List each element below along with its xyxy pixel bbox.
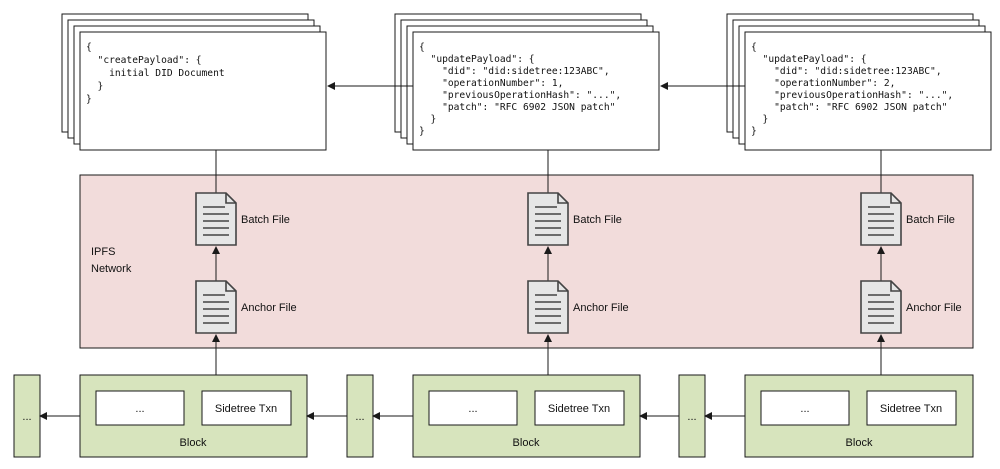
payload-line: "operationNumber": 1, (419, 78, 563, 89)
batch-file-label: Batch File (906, 214, 955, 226)
update-payload-2-document-stack: { "updatePayload": { "did": "did:sidetre… (726, 13, 992, 151)
batch-file-icon (860, 192, 902, 246)
anchor-file-icon (527, 280, 569, 334)
previous-block-ellipsis: ... (687, 411, 696, 423)
payload-line: } (419, 126, 425, 137)
payload-line: "updatePayload": { (751, 54, 867, 65)
block-label: Block (513, 437, 540, 449)
block-content-box (428, 390, 518, 426)
payload-line: initial DID Document (86, 68, 225, 79)
create-payload-document-stack: { "createPayload": { initial DID Documen… (61, 13, 327, 151)
payload-line: "patch": "RFC 6902 JSON patch" (751, 102, 947, 113)
sidetree-txn-box (866, 390, 957, 426)
sidetree-txn-box (534, 390, 625, 426)
payload-line: "previousOperationHash": "...", (419, 90, 621, 101)
ipfs-network-label-2: Network (91, 263, 132, 275)
previous-block (678, 374, 706, 458)
payload-line: "previousOperationHash": "...", (751, 90, 953, 101)
payload-line: } (419, 114, 436, 125)
payload-line: } (86, 94, 92, 105)
anchor-file-label: Anchor File (906, 302, 962, 314)
previous-block (13, 374, 41, 458)
previous-block-ellipsis: ... (355, 411, 364, 423)
batch-file-label: Batch File (573, 214, 622, 226)
payload-line: "operationNumber": 2, (751, 78, 895, 89)
ipfs-network-label: IPFS (91, 246, 115, 258)
block-content-box (95, 390, 185, 426)
block-label: Block (846, 437, 873, 449)
payload-line: } (86, 81, 103, 92)
block-content-box (760, 390, 850, 426)
payload-line: "did": "did:sidetree:123ABC", (751, 66, 942, 77)
payload-line: "did": "did:sidetree:123ABC", (419, 66, 610, 77)
batch-file-icon (195, 192, 237, 246)
sidetree-txn-label: Sidetree Txn (215, 403, 277, 415)
payload-line: } (751, 126, 757, 137)
payload-line: } (751, 114, 768, 125)
anchor-file-label: Anchor File (573, 302, 629, 314)
batch-file-icon (527, 192, 569, 246)
sidetree-txn-label: Sidetree Txn (548, 403, 610, 415)
batch-file-label: Batch File (241, 214, 290, 226)
previous-block-ellipsis: ... (22, 411, 31, 423)
payload-line: { (86, 42, 92, 53)
anchor-file-icon (195, 280, 237, 334)
block-label: Block (180, 437, 207, 449)
block-content-ellipsis: ... (800, 403, 809, 415)
payload-line: "createPayload": { (86, 55, 202, 66)
anchor-file-icon (860, 280, 902, 334)
anchor-file-label: Anchor File (241, 302, 297, 314)
payload-line: { (751, 42, 757, 53)
update-payload-1-document-stack: { "updatePayload": { "did": "did:sidetre… (394, 13, 660, 151)
payload-line: "updatePayload": { (419, 54, 535, 65)
sidetree-txn-label: Sidetree Txn (880, 403, 942, 415)
sidetree-txn-box (201, 390, 292, 426)
block-content-ellipsis: ... (468, 403, 477, 415)
block-content-ellipsis: ... (135, 403, 144, 415)
payload-line: "patch": "RFC 6902 JSON patch" (419, 102, 615, 113)
payload-line: { (419, 42, 425, 53)
